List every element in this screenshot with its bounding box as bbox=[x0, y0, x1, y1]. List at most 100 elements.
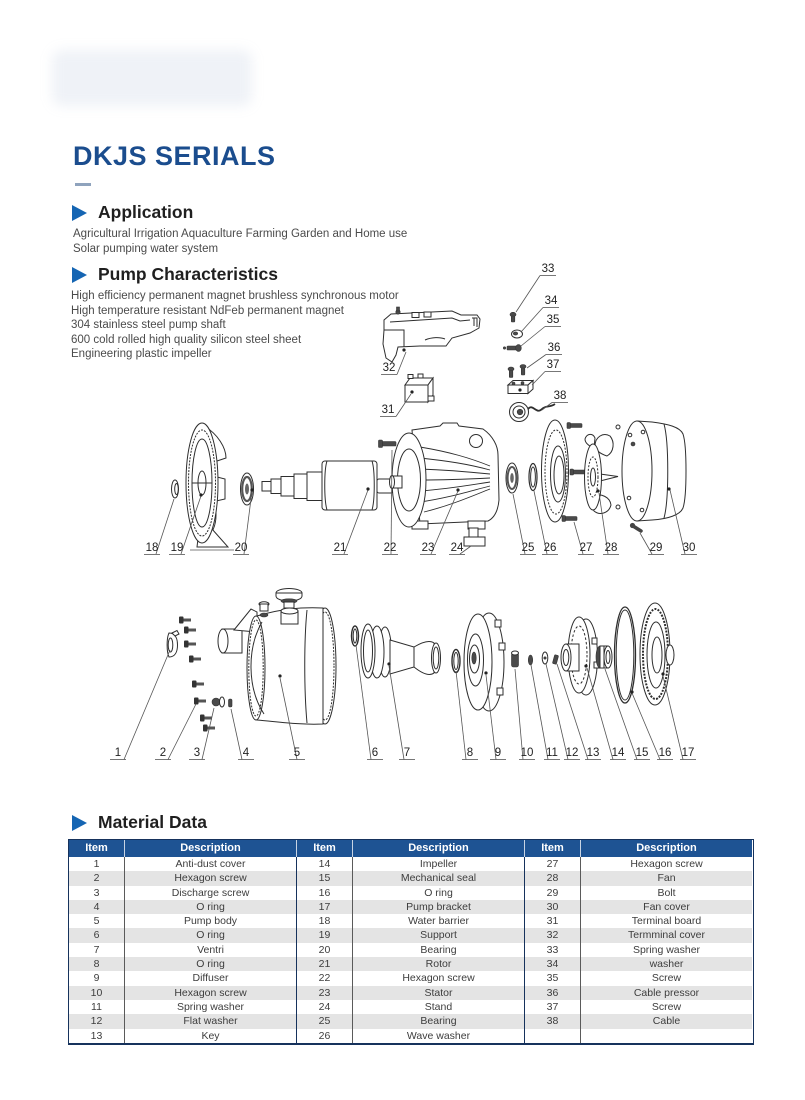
part-hexagon-screw-22 bbox=[378, 439, 397, 448]
item-cell bbox=[525, 1028, 581, 1043]
description-cell: Spring washer bbox=[125, 999, 297, 1015]
part-label: 16 bbox=[659, 747, 672, 759]
item-cell: 15 bbox=[297, 871, 353, 886]
description-cell: Fan bbox=[581, 871, 752, 886]
part-ventri bbox=[360, 623, 441, 679]
part-label: 15 bbox=[636, 747, 649, 759]
description-cell: Hexagon screw bbox=[581, 857, 752, 872]
description-cell: Cable bbox=[581, 1014, 752, 1029]
part-label: 28 bbox=[605, 542, 618, 554]
item-cell: 28 bbox=[525, 871, 581, 886]
item-cell: 23 bbox=[297, 985, 353, 1000]
part-discharge-screw bbox=[211, 696, 225, 708]
item-cell: 36 bbox=[525, 985, 581, 1000]
application-line: Solar pumping water system bbox=[73, 243, 219, 255]
part-terminal-cover bbox=[382, 306, 481, 363]
part-label: 14 bbox=[612, 747, 625, 759]
part-o-ring-6 bbox=[350, 625, 360, 647]
part-label: 21 bbox=[334, 542, 347, 554]
column-header: Description bbox=[581, 840, 752, 857]
part-stator bbox=[389, 422, 500, 530]
description-cell: Wave washer bbox=[353, 1028, 525, 1043]
part-label: 17 bbox=[682, 747, 695, 759]
part-bolts bbox=[615, 424, 643, 533]
description-cell: Impeller bbox=[353, 857, 525, 872]
characteristic-line: 600 cold rolled high quality silicon ste… bbox=[71, 333, 302, 346]
triangle-bullet-icon bbox=[72, 814, 87, 831]
part-label: 7 bbox=[404, 747, 410, 759]
item-cell: 27 bbox=[525, 857, 581, 872]
item-cell: 11 bbox=[69, 999, 125, 1015]
column-header: Item bbox=[525, 840, 581, 857]
item-cell: 7 bbox=[69, 942, 125, 958]
part-fan-cover bbox=[621, 420, 687, 522]
part-label: 13 bbox=[587, 747, 600, 759]
description-cell: O ring bbox=[125, 899, 297, 915]
part-label: 23 bbox=[422, 542, 435, 554]
column-header: Item bbox=[297, 840, 353, 857]
part-label: 35 bbox=[547, 314, 560, 326]
item-cell: 21 bbox=[297, 957, 353, 972]
part-label: 3 bbox=[194, 747, 200, 759]
part-label: 20 bbox=[235, 542, 248, 554]
description-cell: Stand bbox=[353, 999, 525, 1015]
triangle-bullet-icon bbox=[72, 266, 87, 283]
description-cell: Water barrier bbox=[353, 914, 525, 929]
part-rear-ring-and-screws bbox=[541, 419, 586, 523]
application-heading: Application bbox=[72, 202, 193, 223]
description-cell: Diffuser bbox=[125, 971, 297, 986]
part-label: 31 bbox=[382, 404, 395, 416]
item-cell: 35 bbox=[525, 971, 581, 986]
item-cell: 38 bbox=[525, 1014, 581, 1029]
description-cell: washer bbox=[581, 957, 752, 972]
part-cable bbox=[509, 402, 556, 422]
part-hexagon-screw-10 bbox=[511, 650, 519, 668]
part-bearing-front bbox=[240, 472, 254, 506]
pump-characteristics-heading: Pump Characteristics bbox=[72, 264, 278, 285]
description-cell: Hexagon screw bbox=[125, 871, 297, 886]
item-cell: 29 bbox=[525, 885, 581, 900]
description-cell: Stator bbox=[353, 985, 525, 1000]
part-label: 1 bbox=[115, 747, 121, 759]
part-label: 33 bbox=[542, 263, 555, 275]
logo bbox=[52, 50, 252, 106]
part-label: 25 bbox=[522, 542, 535, 554]
description-cell: Hexagon screw bbox=[125, 985, 297, 1000]
description-cell: O ring bbox=[125, 957, 297, 972]
item-cell: 9 bbox=[69, 971, 125, 986]
part-impeller bbox=[560, 616, 600, 696]
description-cell: Hexagon screw bbox=[353, 971, 525, 986]
part-key-13 bbox=[552, 654, 559, 665]
item-cell: 6 bbox=[69, 928, 125, 943]
description-cell: Terminal board bbox=[581, 914, 752, 929]
part-support bbox=[185, 422, 234, 551]
item-cell: 24 bbox=[297, 999, 353, 1015]
part-label: 4 bbox=[243, 747, 250, 759]
description-cell: Ventri bbox=[125, 942, 297, 958]
material-data-heading: Material Data bbox=[72, 812, 207, 833]
title-underline bbox=[75, 183, 91, 186]
part-label: 32 bbox=[383, 362, 396, 374]
description-cell: Support bbox=[353, 928, 525, 943]
part-label: 6 bbox=[372, 747, 378, 759]
item-cell: 18 bbox=[297, 914, 353, 929]
part-label: 11 bbox=[546, 747, 558, 759]
part-label: 9 bbox=[495, 747, 501, 759]
description-cell: Bearing bbox=[353, 942, 525, 958]
part-wave-washer bbox=[528, 462, 538, 492]
exploded-diagrams: 1819202122232425262728293031323334353637… bbox=[110, 263, 697, 760]
section-heading-text: Pump Characteristics bbox=[98, 264, 278, 284]
description-cell: Screw bbox=[581, 999, 752, 1015]
